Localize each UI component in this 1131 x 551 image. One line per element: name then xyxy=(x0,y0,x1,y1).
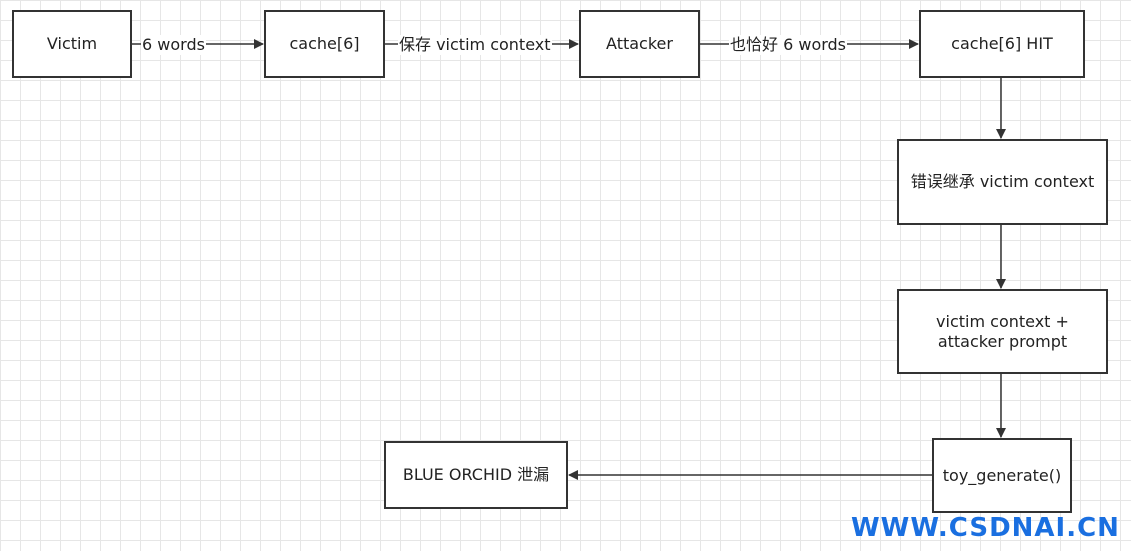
node-cache: cache[6] xyxy=(264,10,385,78)
edge-label-victim-to-cache: 6 words xyxy=(141,35,206,55)
node-cache-label: cache[6] xyxy=(289,34,360,53)
node-generate-label: toy_generate() xyxy=(942,465,1062,485)
edge-label-cache-to-attacker: 保存 victim context xyxy=(398,35,552,55)
node-victim: Victim xyxy=(12,10,132,78)
node-inherit-context-label: 错误继承 victim context xyxy=(910,172,1095,191)
node-combined-prompt-label: victim context + attacker prompt xyxy=(936,311,1069,351)
node-attacker-label: Attacker xyxy=(606,34,673,53)
node-generate: toy_generate() xyxy=(932,438,1072,513)
edge-label-attacker-to-hit: 也恰好 6 words xyxy=(729,35,848,55)
node-leak-label: BLUE ORCHID 泄漏 xyxy=(402,465,550,484)
node-inherit-context: 错误继承 victim context xyxy=(897,139,1108,225)
node-combined-prompt: victim context + attacker prompt xyxy=(897,289,1108,374)
node-leak: BLUE ORCHID 泄漏 xyxy=(384,441,568,509)
node-attacker: Attacker xyxy=(579,10,700,78)
node-cache-hit: cache[6] HIT xyxy=(919,10,1085,78)
node-victim-label: Victim xyxy=(46,34,98,53)
node-cache-hit-label: cache[6] HIT xyxy=(951,34,1053,53)
watermark-logo: WWW.CSDNAI.CN xyxy=(851,513,1120,543)
